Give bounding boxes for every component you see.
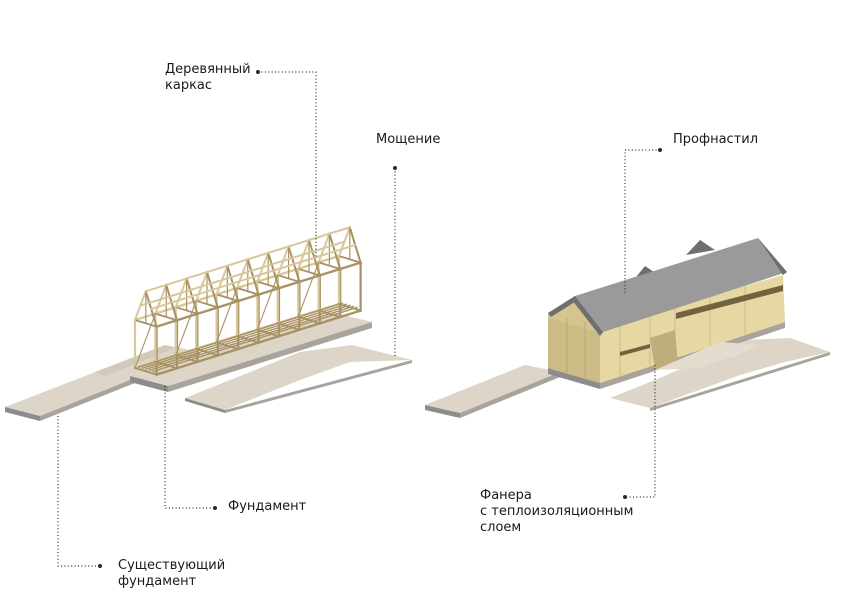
- frame-beam: [141, 303, 348, 370]
- right-existing-slab: [425, 365, 560, 418]
- frame-beam: [256, 274, 279, 331]
- label-existing-foundation: Существующий фундамент: [118, 558, 226, 589]
- leader-dot-paving: [393, 166, 397, 170]
- profiled-sheet-roof: [548, 238, 787, 336]
- leader-wood-frame: [258, 71, 317, 258]
- frame-beam: [175, 300, 197, 356]
- label-profiled-sheet: Профнастил: [673, 132, 759, 147]
- building-walls: [548, 275, 785, 383]
- frame-beam: [215, 287, 238, 344]
- leader-lines: [57, 70, 662, 568]
- frame-beam: [134, 312, 157, 369]
- leader-existing-foundation: [57, 416, 100, 567]
- frame-beam: [137, 302, 344, 368]
- leader-dot-plywood: [623, 495, 627, 499]
- left-model: [5, 226, 412, 421]
- frame-beam: [144, 226, 352, 293]
- wooden-frame: [133, 226, 363, 377]
- leader-profiled-sheet: [624, 149, 660, 295]
- leader-dot-wood-frame: [256, 70, 260, 74]
- label-wood-frame: Деревянный каркас: [165, 62, 251, 93]
- foundation-platform: [130, 313, 372, 392]
- leader-dot-existing-foundation: [98, 564, 102, 568]
- frame-beam: [133, 366, 158, 376]
- frame-beam: [152, 306, 358, 373]
- frame-beam: [144, 304, 351, 371]
- leader-dot-foundation: [213, 506, 217, 510]
- paving-slab: [185, 345, 412, 413]
- frame-beam: [297, 261, 320, 318]
- right-model: [425, 238, 830, 418]
- frame-beam: [149, 243, 357, 311]
- label-plywood: Фанера с теплоизоляционным слоем: [480, 488, 634, 535]
- frame-beam: [139, 240, 346, 307]
- label-paving: Мощение: [376, 132, 441, 147]
- frame-beam: [148, 305, 355, 372]
- leader-dot-profiled-sheet: [658, 148, 662, 152]
- label-foundation: Фундамент: [228, 499, 307, 514]
